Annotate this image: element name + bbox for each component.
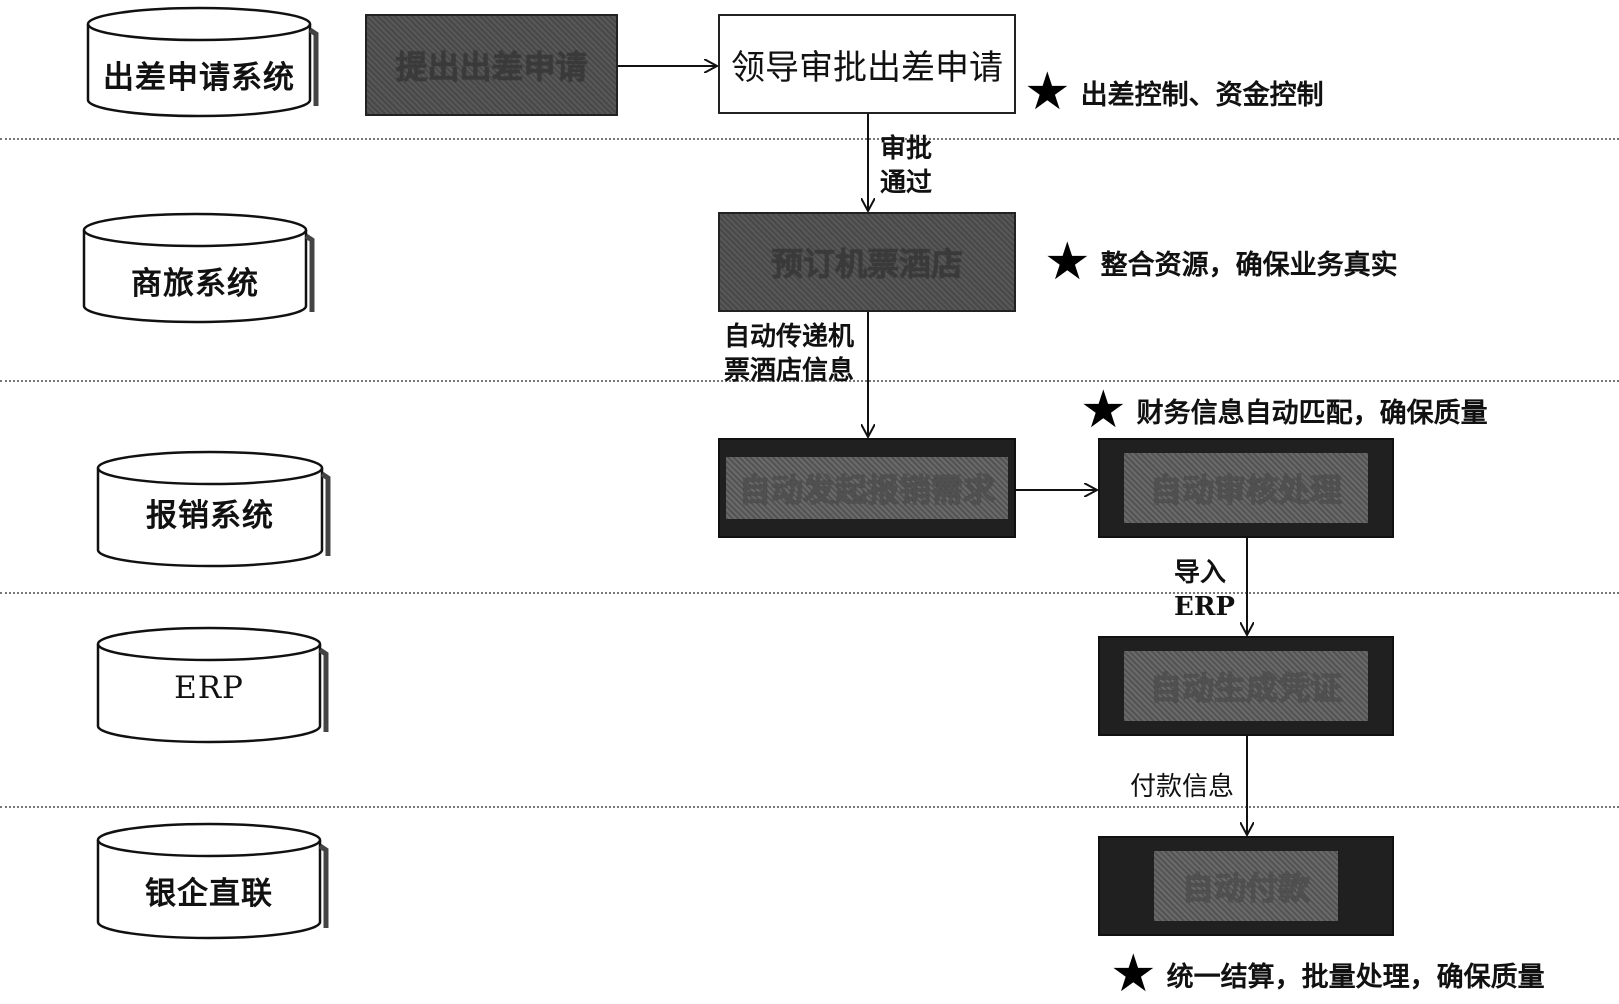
step-leader-approval: 领导审批出差申请 bbox=[718, 14, 1016, 114]
lane-separator bbox=[0, 138, 1619, 140]
star-icon: ★ bbox=[1080, 380, 1127, 440]
lane-separator bbox=[0, 380, 1619, 382]
note-text: 出差控制、资金控制 bbox=[1080, 79, 1324, 111]
note-auto-match: ★ 财务信息自动匹配，确保质量 bbox=[1080, 384, 1488, 436]
lane-system-reimbursement: 报销系统 bbox=[96, 450, 331, 568]
edge-label-line: ERP bbox=[1174, 592, 1235, 622]
edge-label-line: 票酒店信息 bbox=[724, 356, 855, 386]
edge-label-import-erp: 导入 ERP bbox=[1174, 556, 1235, 624]
step-label: 自动生成凭证 bbox=[1149, 669, 1342, 707]
note-resource-integration: ★ 整合资源，确保业务真实 bbox=[1044, 236, 1398, 288]
step-label: 自动付款 bbox=[1181, 869, 1310, 907]
lane-separator bbox=[0, 592, 1619, 594]
step-auto-voucher: 自动生成凭证 bbox=[1098, 636, 1394, 736]
step-auto-audit: 自动审核处理 bbox=[1098, 438, 1394, 538]
star-icon: ★ bbox=[1044, 232, 1091, 292]
star-icon: ★ bbox=[1110, 944, 1157, 1004]
edge-label-approved: 审批 通过 bbox=[880, 132, 932, 200]
system-label: 出差申请系统 bbox=[103, 60, 295, 96]
note-unified-settlement: ★ 统一结算，批量处理，确保质量 bbox=[1110, 948, 1545, 1000]
system-label: ERP bbox=[174, 670, 244, 706]
edge-label-payment-info: 付款信息 bbox=[1130, 770, 1234, 804]
step-label: 自动审核处理 bbox=[1149, 471, 1342, 509]
note-text: 整合资源，确保业务真实 bbox=[1100, 249, 1398, 281]
star-icon: ★ bbox=[1024, 62, 1071, 122]
edge-label-line: 自动传递机 bbox=[724, 322, 855, 352]
step-label: 领导审批出差申请 bbox=[731, 47, 1003, 88]
edge-label-transfer: 自动传递机 票酒店信息 bbox=[724, 320, 854, 388]
step-label: 预订机票酒店 bbox=[770, 245, 963, 283]
note-travel-control: ★ 出差控制、资金控制 bbox=[1024, 66, 1324, 118]
note-text: 统一结算，批量处理，确保质量 bbox=[1166, 961, 1545, 993]
step-submit-request: 提出出差申请 bbox=[365, 14, 618, 116]
system-label: 报销系统 bbox=[146, 498, 274, 534]
step-label: 自动发起报销需求 bbox=[738, 471, 995, 509]
step-label: 提出出差申请 bbox=[395, 48, 588, 86]
lane-system-erp: ERP bbox=[96, 626, 329, 744]
lane-separator bbox=[0, 806, 1619, 808]
note-text: 财务信息自动匹配，确保质量 bbox=[1136, 397, 1488, 429]
edge-label-line: 导入 bbox=[1174, 558, 1227, 588]
step-auto-payment: 自动付款 bbox=[1098, 836, 1394, 936]
lane-system-business-travel: 商旅系统 bbox=[82, 212, 315, 324]
lane-system-bank-link: 银企直联 bbox=[96, 822, 329, 940]
system-label: 银企直联 bbox=[145, 876, 273, 912]
edge-label-line: 通过 bbox=[880, 168, 933, 198]
step-auto-reimbursement: 自动发起报销需求 bbox=[718, 438, 1016, 538]
step-book-flight-hotel: 预订机票酒店 bbox=[718, 212, 1016, 312]
system-label: 商旅系统 bbox=[131, 266, 259, 302]
edge-label-line: 付款信息 bbox=[1130, 772, 1235, 802]
edge-label-line: 审批 bbox=[880, 134, 933, 164]
lane-system-travel-request: 出差申请系统 bbox=[86, 6, 319, 118]
